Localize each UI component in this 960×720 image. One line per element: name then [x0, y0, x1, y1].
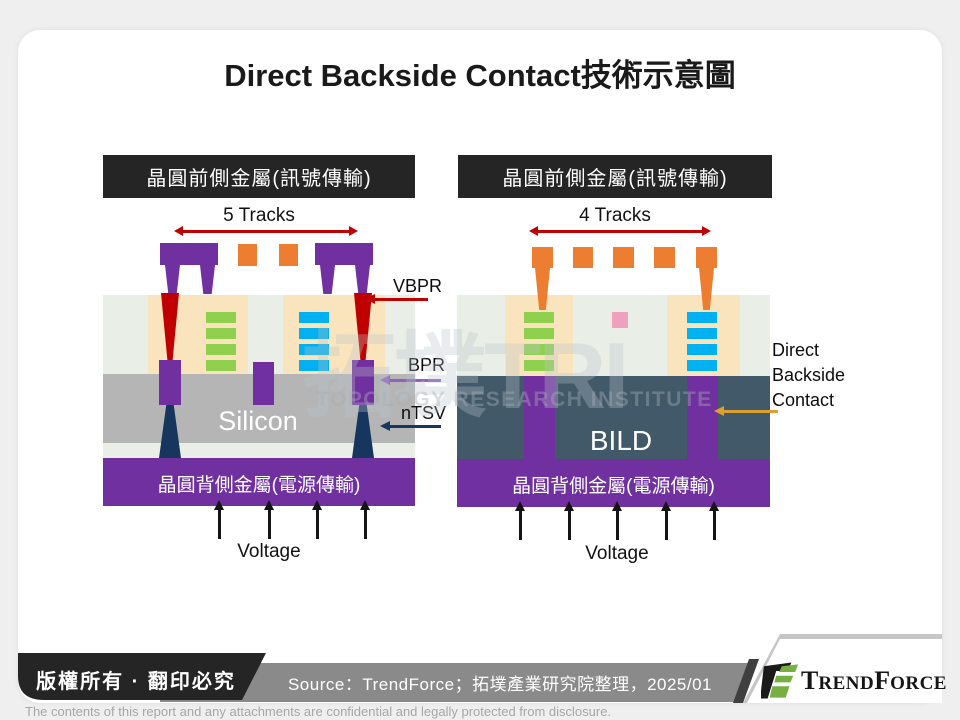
dbc-annotation-line1: Direct — [772, 340, 820, 360]
voltage-arrow-icon — [709, 501, 718, 540]
right-voltage-label: Voltage — [585, 543, 649, 564]
left-front-wire-b-leg2 — [355, 265, 370, 294]
watermark-subtitle: TOPOLOGY RESEARCH INSTITUTE — [316, 388, 713, 411]
right-contact-funnel-1 — [535, 268, 550, 310]
right-blue-fin — [687, 312, 717, 323]
left-front-wire-b-leg1 — [320, 265, 335, 294]
left-blue-fin — [299, 328, 329, 339]
footer-source-band — [160, 663, 750, 702]
left-bpr-rail-2 — [352, 360, 374, 405]
right-tracks-label: 4 Tracks — [579, 205, 651, 226]
footer-source-text: Source：TrendForce；拓墣產業研究院整理，2025/01 — [287, 675, 713, 694]
ntsv-annotation: nTSV — [401, 403, 447, 423]
slide-title: Direct Backside Contact技術示意圖 — [224, 58, 736, 93]
left-front-wire-a — [160, 243, 218, 265]
voltage-arrow-icon — [661, 501, 670, 540]
left-green-fin — [206, 328, 236, 339]
bpr-annotation: BPR — [408, 355, 446, 375]
vbpr-annotation: VBPR — [393, 276, 443, 296]
dbc-arrow-icon — [714, 406, 778, 415]
logo-rend: REND — [818, 673, 875, 694]
left-front-metal-label: 晶圓前側金屬(訊號傳輸) — [146, 168, 372, 190]
footer-copyright-band — [18, 653, 266, 700]
left-green-fin — [206, 360, 236, 371]
right-blue-fin — [687, 344, 717, 355]
right-signal-track-3 — [613, 247, 634, 268]
voltage-arrow-icon — [360, 500, 369, 539]
voltage-arrow-icon — [214, 500, 223, 539]
right-green-fin — [524, 312, 554, 323]
right-tracks-arrow-icon — [529, 226, 711, 235]
right-green-fin — [524, 328, 554, 339]
left-tracks-label: 5 Tracks — [223, 205, 295, 226]
logo-letter-t: T — [801, 666, 819, 695]
trendforce-logo-icon — [761, 662, 799, 699]
trendforce-logo-text: TRENDFORCE — [801, 666, 947, 696]
right-pink-marker — [612, 312, 628, 328]
voltage-arrow-icon — [515, 501, 524, 540]
left-signal-track-2 — [279, 244, 298, 266]
left-blue-fin — [299, 360, 329, 371]
ntsv-arrow-icon — [380, 421, 441, 430]
footer-copyright-text: 版權所有 · 翻印必究 — [36, 671, 236, 693]
right-back-metal-bar — [457, 459, 770, 507]
left-front-wire-a-leg1 — [165, 265, 180, 294]
left-front-metal-header: 晶圓前側金屬(訊號傳輸) — [103, 155, 415, 198]
vbpr-arrow-icon — [365, 294, 428, 303]
logo-orce: ORCE — [890, 673, 947, 694]
bpr-arrow-icon — [380, 375, 441, 384]
left-ntsv-via-2 — [352, 405, 374, 458]
voltage-arrow-icon — [612, 501, 621, 540]
right-green-fin — [524, 360, 554, 371]
left-signal-track-1 — [238, 244, 257, 266]
left-bpr-rail-1 — [159, 360, 181, 405]
right-backside-contact-1 — [524, 376, 555, 459]
voltage-arrow-icon — [564, 501, 573, 540]
right-bild-label: BILD — [589, 425, 653, 456]
disclaimer-text: The contents of this report and any atta… — [25, 704, 612, 719]
right-front-metal-label: 晶圓前側金屬(訊號傳輸) — [502, 168, 728, 190]
right-front-metal-header: 晶圓前側金屬(訊號傳輸) — [458, 155, 772, 198]
left-back-metal-label: 晶圓背側金屬(電源傳輸) — [157, 475, 361, 496]
left-front-wire-a-leg2 — [200, 265, 215, 294]
right-green-fin — [524, 344, 554, 355]
right-signal-track-4 — [654, 247, 675, 268]
right-contact-funnel-2 — [699, 268, 714, 310]
left-front-wire-b — [315, 243, 373, 265]
right-signal-track-2 — [573, 247, 593, 268]
right-backside-contact-2 — [687, 376, 718, 459]
voltage-arrow-icon — [312, 500, 321, 539]
right-signal-track-5 — [696, 247, 717, 268]
dbc-annotation-line3: Contact — [772, 390, 835, 410]
logo-letter-f: F — [874, 666, 891, 695]
left-bpr-rail-mid — [253, 362, 274, 405]
left-voltage-label: Voltage — [237, 541, 301, 562]
dbc-annotation-line2: Backside — [772, 365, 846, 385]
dbc-annotation: Direct Backside Contact — [772, 338, 845, 413]
left-back-metal-bar — [103, 458, 415, 506]
right-blue-fin — [687, 328, 717, 339]
left-ntsv-via-1 — [159, 405, 181, 458]
left-green-fin — [206, 344, 236, 355]
voltage-arrow-icon — [264, 500, 273, 539]
left-green-fin — [206, 312, 236, 323]
left-blue-fin — [299, 344, 329, 355]
right-blue-fin — [687, 360, 717, 371]
right-signal-track-1 — [532, 247, 553, 268]
left-tracks-arrow-icon — [174, 226, 358, 235]
right-back-metal-label: 晶圓背側金屬(電源傳輸) — [512, 476, 715, 497]
watermark-brand: 拓墣TRI — [302, 323, 629, 428]
left-silicon-label: Silicon — [218, 406, 298, 436]
left-blue-fin — [299, 312, 329, 323]
